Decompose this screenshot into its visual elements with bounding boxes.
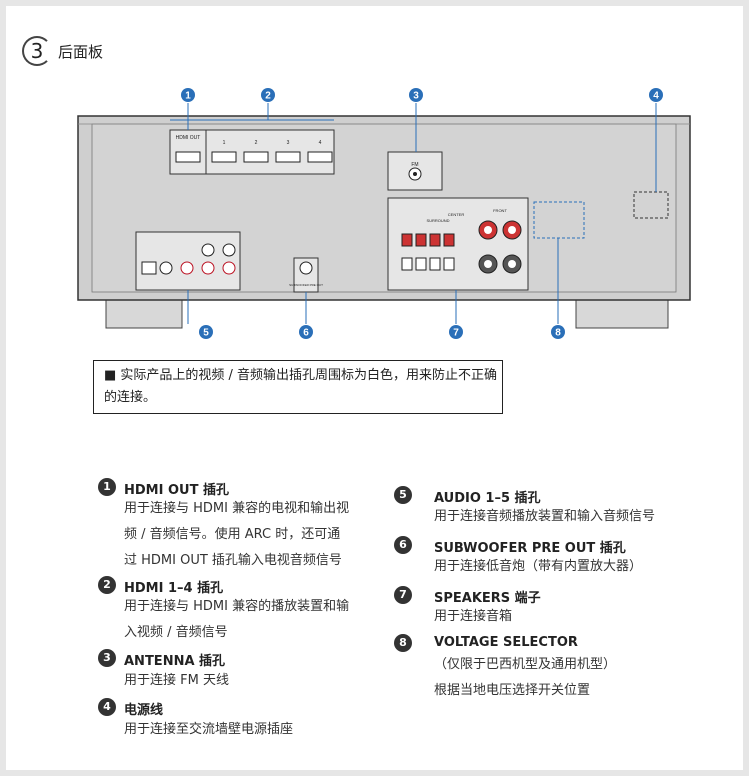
legend-title: HDMI 1–4 插孔 <box>124 581 224 596</box>
antenna-label: FM <box>411 162 418 168</box>
legend-badge: 4 <box>98 698 116 716</box>
callout-3-num: 3 <box>413 91 419 102</box>
hdmi-in-label: 3 <box>287 140 290 146</box>
legend-title: ANTENNA 插孔 <box>124 654 226 669</box>
callout-1-num: 1 <box>185 91 191 102</box>
hdmi-out-label: HDMI OUT <box>176 135 201 141</box>
legend-desc: 用于连接与 HDMI 兼容的播放装置和输 <box>124 599 350 614</box>
hdmi-in-port <box>243 151 269 163</box>
callout-6 <box>299 325 313 339</box>
callout-7 <box>449 325 463 339</box>
legend-desc: 频 / 音频信号。使用 ARC 时，还可通 <box>124 527 341 542</box>
callout-8 <box>551 325 565 339</box>
callout-3 <box>409 88 423 102</box>
hdmi-in-port <box>307 151 333 163</box>
voltage-selector-area <box>533 201 585 239</box>
legend-desc: 根据当地电压选择开关位置 <box>434 683 591 698</box>
subwoofer-jack <box>299 261 313 275</box>
center-label: CENTER <box>448 212 465 217</box>
callout-4-num: 4 <box>653 91 659 102</box>
legend-title: HDMI OUT 插孔 <box>124 483 229 498</box>
section-number: 3 <box>22 36 52 66</box>
note-box: ■ 实际产品上的视频 / 音频输出插孔周围标为白色，用来防止不正确的连接。 <box>93 360 503 414</box>
power-cord-area <box>633 191 669 219</box>
hdmi-in-ports: 1 2 3 4 <box>211 140 333 163</box>
front-label: FRONT <box>493 208 507 213</box>
legend-title: 电源线 <box>124 703 164 718</box>
legend-desc: （仅限于巴西机型及通用机型） <box>434 657 617 672</box>
legend-desc: 用于连接 FM 天线 <box>124 673 229 688</box>
legend-badge: 5 <box>394 486 412 504</box>
legend-title: AUDIO 1–5 插孔 <box>434 491 541 506</box>
callout-6-num: 6 <box>303 328 309 339</box>
hdmi-out-port <box>175 151 201 163</box>
legend-title: VOLTAGE SELECTOR <box>434 635 578 650</box>
legend-title: SPEAKERS 端子 <box>434 591 541 606</box>
hdmi-in-port <box>275 151 301 163</box>
legend-title: SUBWOOFER PRE OUT 插孔 <box>434 541 626 556</box>
callout-1 <box>181 88 195 102</box>
legend-desc: 入视频 / 音频信号 <box>124 625 228 640</box>
callouts: 1 2 3 4 5 6 7 8 <box>181 88 663 339</box>
manual-page: 3 后面板 HDMI OUT 1 2 3 4 FM <box>6 6 743 770</box>
surround-label: SURROUND <box>426 218 449 223</box>
hdmi-in-label: 2 <box>255 140 258 146</box>
callout-5 <box>199 325 213 339</box>
callout-8-num: 8 <box>555 328 561 339</box>
legend-desc: 用于连接音箱 <box>434 609 513 624</box>
callout-7-num: 7 <box>453 328 459 339</box>
section-title: 后面板 <box>58 43 104 61</box>
legend-desc: 用于连接至交流墙壁电源插座 <box>124 722 294 737</box>
hdmi-in-port <box>211 151 237 163</box>
legend-desc: 过 HDMI OUT 插孔输入电视音频信号 <box>124 553 342 568</box>
subwoofer-label: SUBWOOFER PRE OUT <box>289 283 323 287</box>
left-foot <box>105 295 183 329</box>
note-text: ■ 实际产品上的视频 / 音频输出插孔周围标为白色，用来防止不正确的连接。 <box>104 368 498 405</box>
callout-2 <box>261 88 275 102</box>
legend-badge: 6 <box>394 536 412 554</box>
legend-badge: 2 <box>98 576 116 594</box>
speaker-terminals <box>401 220 522 274</box>
legend-badge: 7 <box>394 586 412 604</box>
callout-4 <box>649 88 663 102</box>
rear-panel-diagram: HDMI OUT 1 2 3 4 FM <box>77 88 691 339</box>
callout-5-num: 5 <box>203 328 209 339</box>
legend-desc: 用于连接低音炮（带有内置放大器） <box>434 559 643 574</box>
legend-badge: 8 <box>394 634 412 652</box>
callout-2-num: 2 <box>265 91 271 102</box>
hdmi-in-label: 1 <box>223 140 226 146</box>
right-foot <box>575 295 669 329</box>
hdmi-in-label: 4 <box>319 140 322 146</box>
legend-desc: 用于连接与 HDMI 兼容的电视和输出视 <box>124 501 350 516</box>
legend-badge: 1 <box>98 478 116 496</box>
audio-inputs-box <box>135 231 241 291</box>
legend-desc: 用于连接音频播放装置和输入音频信号 <box>434 509 656 524</box>
legend-badge: 3 <box>98 649 116 667</box>
